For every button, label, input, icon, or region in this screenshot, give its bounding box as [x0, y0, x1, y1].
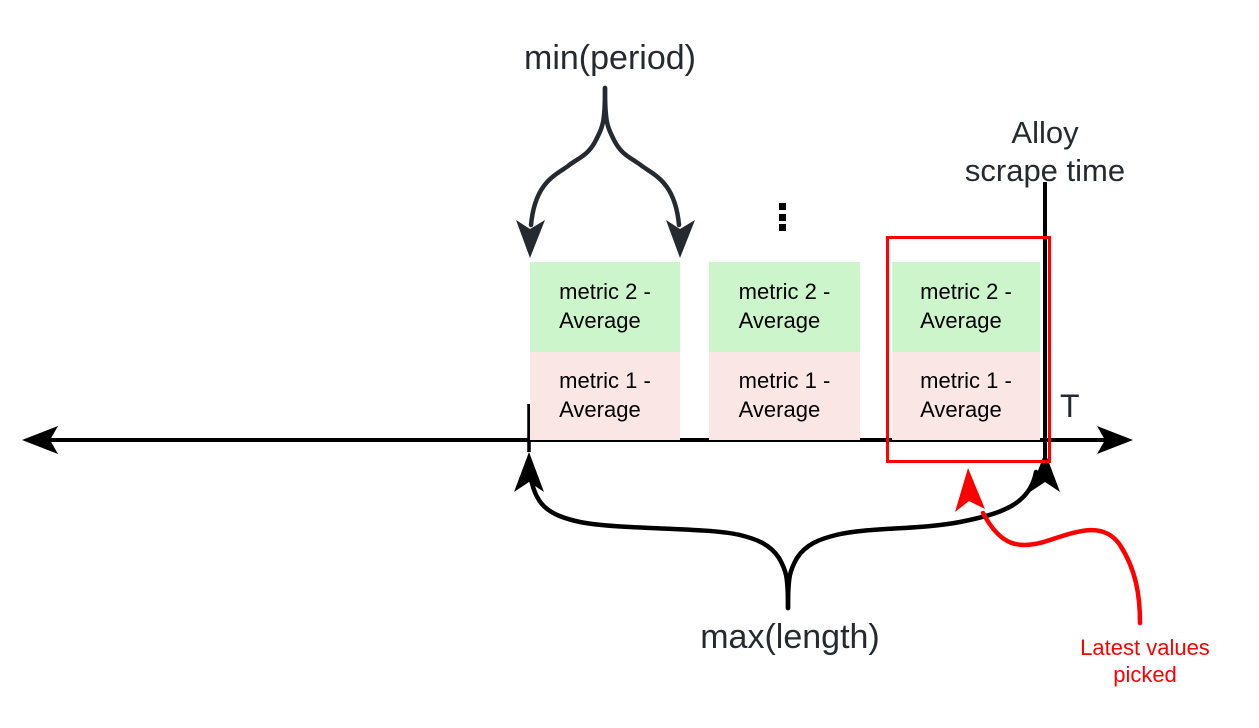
max-length-label: max(length)	[700, 618, 880, 656]
highlight-box-latest-scrape	[886, 236, 1051, 463]
metric-block-1-top-label: metric 2 - Average	[559, 279, 651, 333]
metric-block-1-top-cell: metric 2 - Average	[530, 262, 680, 352]
metric-block-2-bottom-label: metric 1 - Average	[738, 368, 831, 422]
metric-block-3-bottom-label: metric 1 - Average	[920, 368, 1012, 422]
min-period-brace	[528, 85, 682, 228]
metric-block-1-bottom-label: metric 1 - Average	[559, 368, 651, 422]
metric-block-3-top-cell: metric 2 - Average	[892, 262, 1040, 352]
metric-block-2: metric 2 - Average metric 1 - Average	[709, 262, 860, 440]
metric-block-2-top-label: metric 2 - Average	[738, 279, 831, 333]
metric-block-3-bottom-cell: metric 1 - Average	[892, 352, 1040, 440]
min-period-arrowheads	[516, 220, 695, 258]
min-period-label: min(period)	[524, 39, 696, 77]
axis-label-T: T	[1060, 388, 1080, 424]
metric-block-1: metric 2 - Average metric 1 - Average	[530, 262, 680, 440]
time-axis	[22, 426, 1133, 454]
latest-values-arrow	[980, 510, 1143, 626]
metric-block-3: metric 2 - Average metric 1 - Average	[892, 262, 1040, 440]
alloy-scrape-time-label: Alloy scrape time	[964, 115, 1126, 188]
vertical-ellipsis-icon	[778, 203, 786, 231]
latest-values-picked-label: Latest values picked	[1080, 635, 1210, 687]
metric-block-1-bottom-cell: metric 1 - Average	[530, 352, 680, 440]
metric-block-3-top-label: metric 2 - Average	[920, 279, 1012, 333]
metric-block-2-bottom-cell: metric 1 - Average	[709, 352, 860, 440]
max-length-brace	[527, 469, 1039, 611]
max-length-arrowheads	[514, 452, 1060, 492]
metric-block-2-top-cell: metric 2 - Average	[709, 262, 860, 352]
latest-values-arrowhead	[955, 468, 985, 512]
